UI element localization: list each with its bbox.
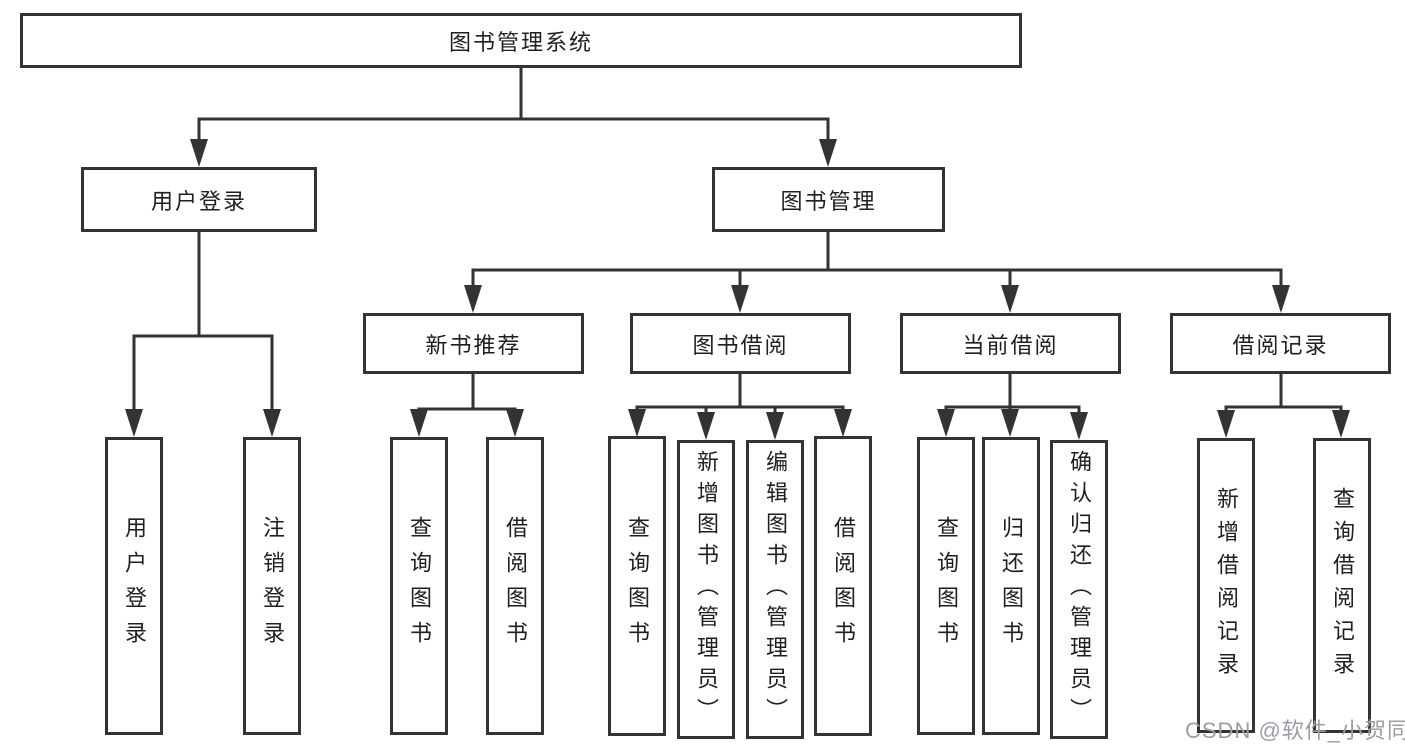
node-leaf-query-borrow-record-label: 查询借阅记录 — [1330, 486, 1355, 685]
node-new-book-recommend: 新书推荐 — [363, 313, 584, 374]
node-leaf-add-book-admin: 新增图书（管理员） — [677, 440, 735, 739]
node-leaf-confirm-return-admin-label: 确认归还（管理员） — [1067, 450, 1092, 729]
node-leaf-add-borrow-record-label: 新增借阅记录 — [1214, 486, 1239, 685]
node-leaf-edit-book-admin-label: 编辑图书（管理员） — [763, 450, 788, 729]
csdn-watermark: CSDN @软件_小贺同学 — [1185, 718, 1405, 743]
node-leaf-borrow-books-1-label: 借阅图书 — [503, 516, 528, 656]
node-leaf-logout: 注销登录 — [243, 437, 301, 735]
node-book-borrowing: 图书借阅 — [630, 313, 851, 374]
node-leaf-add-borrow-record: 新增借阅记录 — [1197, 438, 1255, 733]
node-leaf-query-books-3: 查询图书 — [917, 437, 975, 735]
node-leaf-borrow-books-2-label: 借阅图书 — [831, 516, 856, 656]
node-root-system: 图书管理系统 — [20, 13, 1022, 68]
node-current-borrowing: 当前借阅 — [900, 313, 1121, 374]
node-book-management-branch: 图书管理 — [712, 167, 945, 232]
node-book-management-branch-label: 图书管理 — [780, 188, 877, 214]
node-leaf-query-books-2: 查询图书 — [608, 436, 666, 736]
node-leaf-borrow-books-1: 借阅图书 — [486, 437, 544, 735]
node-leaf-return-book-label: 归还图书 — [999, 516, 1024, 656]
node-user-login-branch-label: 用户登录 — [150, 188, 247, 214]
node-leaf-edit-book-admin: 编辑图书（管理员） — [746, 440, 804, 739]
node-leaf-borrow-books-2: 借阅图书 — [814, 436, 872, 736]
node-borrow-records: 借阅记录 — [1170, 313, 1391, 374]
node-current-borrowing-label: 当前借阅 — [962, 332, 1059, 358]
node-leaf-query-books-3-label: 查询图书 — [934, 516, 959, 656]
node-leaf-query-books-1: 查询图书 — [390, 437, 448, 735]
node-leaf-add-book-admin-label: 新增图书（管理员） — [694, 450, 719, 729]
node-leaf-user-login-label: 用户登录 — [122, 516, 147, 656]
node-leaf-return-book: 归还图书 — [982, 437, 1040, 735]
node-leaf-query-borrow-record: 查询借阅记录 — [1313, 438, 1371, 733]
node-user-login-branch: 用户登录 — [81, 167, 317, 232]
node-leaf-confirm-return-admin: 确认归还（管理员） — [1050, 440, 1108, 739]
node-new-book-recommend-label: 新书推荐 — [425, 332, 522, 358]
node-leaf-logout-label: 注销登录 — [260, 516, 285, 656]
node-book-borrowing-label: 图书借阅 — [692, 332, 789, 358]
node-root-system-label: 图书管理系统 — [448, 29, 593, 55]
node-leaf-user-login: 用户登录 — [105, 437, 163, 735]
node-leaf-query-books-1-label: 查询图书 — [407, 516, 432, 656]
node-borrow-records-label: 借阅记录 — [1232, 332, 1329, 358]
node-leaf-query-books-2-label: 查询图书 — [625, 516, 650, 656]
